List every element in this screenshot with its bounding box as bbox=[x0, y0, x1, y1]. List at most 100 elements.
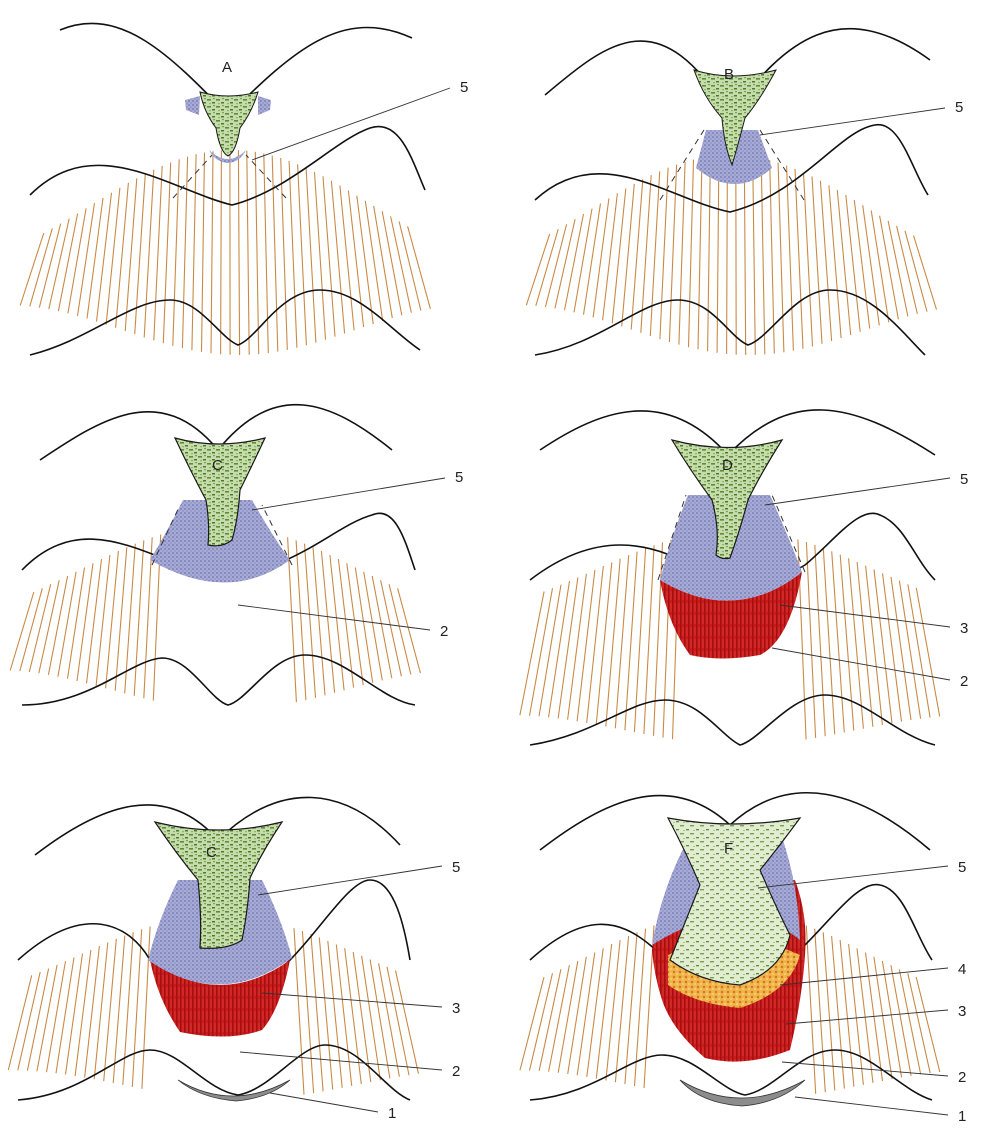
lower-outline bbox=[30, 290, 420, 355]
tubule-fibre-line bbox=[593, 198, 609, 317]
panel-label: C bbox=[206, 844, 217, 861]
tubule-fibre-line bbox=[372, 576, 392, 678]
panel-label: C bbox=[212, 457, 223, 474]
tubule-fibre-line bbox=[577, 570, 595, 721]
callout-2: 2 bbox=[958, 1069, 966, 1086]
tubule-fibre-line bbox=[135, 174, 146, 334]
tubule-fibre-line bbox=[163, 162, 170, 343]
tubule-fibre-line bbox=[596, 944, 611, 1079]
callout-1: 1 bbox=[958, 1108, 966, 1125]
tubule-fibre-line bbox=[596, 562, 612, 724]
tubule-fibres bbox=[526, 155, 936, 355]
tubule-fibre-line bbox=[574, 209, 592, 313]
tubule-fibre-line bbox=[381, 580, 402, 676]
tubule-fibre-line bbox=[727, 155, 728, 354]
panel-c-middle: C 5 2 bbox=[10, 405, 463, 705]
tubule-fibre-line bbox=[888, 221, 908, 317]
panel-f: F 5 4 3 2 1 bbox=[520, 793, 966, 1125]
tubule-fibre-line bbox=[753, 157, 756, 355]
callout-5: 5 bbox=[455, 469, 463, 486]
leader-1 bbox=[795, 1097, 948, 1115]
tubule-fibre-line bbox=[603, 193, 618, 320]
tubule-fibre-line bbox=[866, 566, 883, 725]
tubule-fibre-line bbox=[134, 540, 144, 696]
tubule-fibre-line bbox=[48, 576, 67, 675]
tubule-fibre-line bbox=[587, 566, 604, 723]
tubule-fibre-line bbox=[857, 562, 873, 727]
panel-label: D bbox=[722, 457, 733, 474]
tubule-fibre-line bbox=[806, 542, 815, 738]
tubule-fibre-line bbox=[914, 236, 937, 310]
tubule-fibre-line bbox=[364, 572, 383, 681]
tubule-fibre-line bbox=[606, 559, 620, 727]
tubule-fibre-line bbox=[315, 172, 326, 340]
zone-1 bbox=[178, 1080, 290, 1101]
tubule-fibre-line bbox=[328, 941, 342, 1088]
tubule-fibre-line bbox=[173, 159, 179, 345]
leader-4 bbox=[780, 968, 948, 985]
tubule-fibre-line bbox=[144, 537, 152, 698]
panel-b: B 5 bbox=[526, 29, 963, 355]
tubule-fibre-line bbox=[806, 925, 815, 1093]
tubule-fibre-line bbox=[345, 948, 362, 1084]
lower-outline bbox=[18, 1045, 410, 1100]
tubule-fibre-line bbox=[708, 156, 711, 351]
tubule-fibre-line bbox=[787, 166, 794, 351]
leader-5 bbox=[760, 108, 945, 135]
tubule-fibre-line bbox=[689, 160, 694, 348]
leader-2 bbox=[782, 1062, 948, 1076]
tubule-fibre-line bbox=[221, 150, 222, 354]
tubule-fibre-line bbox=[247, 151, 249, 355]
tubule-fibre-line bbox=[698, 158, 702, 350]
tubule-fibre-line bbox=[77, 563, 93, 681]
tubule-fibre-line bbox=[87, 198, 103, 319]
tubule-fibre-line bbox=[365, 201, 382, 321]
tubule-fibre-line bbox=[97, 193, 112, 322]
tubule-fibre-line bbox=[650, 171, 659, 336]
tubule-fibre-line bbox=[357, 196, 373, 324]
tubule-fibre-line bbox=[565, 214, 584, 310]
tubule-fibre-line bbox=[39, 580, 59, 673]
tubule-fibre-line bbox=[192, 154, 196, 350]
leader-5 bbox=[252, 88, 450, 160]
leader-5 bbox=[252, 478, 445, 510]
tubule-fibre-line bbox=[362, 956, 381, 1080]
tubule-fibre-line bbox=[288, 537, 297, 702]
tubule-fibre-line bbox=[558, 577, 578, 718]
tubule-fibre-line bbox=[370, 960, 390, 1079]
tubule-fibre-line bbox=[355, 568, 372, 683]
callout-5: 5 bbox=[960, 471, 968, 488]
tubule-fibre-line bbox=[68, 208, 86, 313]
callout-5: 5 bbox=[958, 859, 966, 876]
tubule-fibre-line bbox=[336, 945, 351, 1086]
tubule-fibre-line bbox=[549, 581, 570, 717]
tubule-fibre-line bbox=[812, 177, 822, 344]
callout-2: 2 bbox=[440, 623, 448, 640]
tubule-fibre-line bbox=[549, 965, 570, 1071]
tubule-fibre-line bbox=[123, 932, 133, 1085]
tubule-fibre-line bbox=[116, 183, 129, 328]
tubule-fibre-line bbox=[144, 170, 154, 338]
tubule-fibre-line bbox=[58, 214, 77, 312]
tubule-fibres bbox=[20, 150, 430, 355]
tubule-fibre-line bbox=[815, 929, 826, 1092]
panel-a: A 5 bbox=[20, 23, 468, 355]
tubule-fibre-line bbox=[68, 568, 85, 679]
tubule-fibre-line bbox=[306, 168, 316, 343]
tubule-fibre-line bbox=[882, 961, 901, 1077]
tubule-fibre-line bbox=[85, 946, 100, 1078]
tubule-fibre-line bbox=[891, 577, 911, 720]
panel-d: D 5 3 2 bbox=[520, 410, 968, 745]
tubule-fibre-line bbox=[654, 542, 663, 735]
tubule-fibre-line bbox=[568, 574, 587, 720]
tubule-fibre-line bbox=[874, 570, 892, 724]
tubule-fibre-line bbox=[302, 931, 313, 1093]
leader-5 bbox=[765, 478, 950, 505]
tubule-fibre-line bbox=[804, 173, 813, 347]
tubule-fibre-line bbox=[348, 191, 363, 328]
tubule-fibre-line bbox=[298, 164, 307, 345]
tubule-fibre-line bbox=[66, 954, 83, 1075]
tubule-fibre-line bbox=[78, 203, 95, 316]
tubule-fibre-line bbox=[202, 153, 205, 352]
callout-5: 5 bbox=[452, 859, 460, 876]
